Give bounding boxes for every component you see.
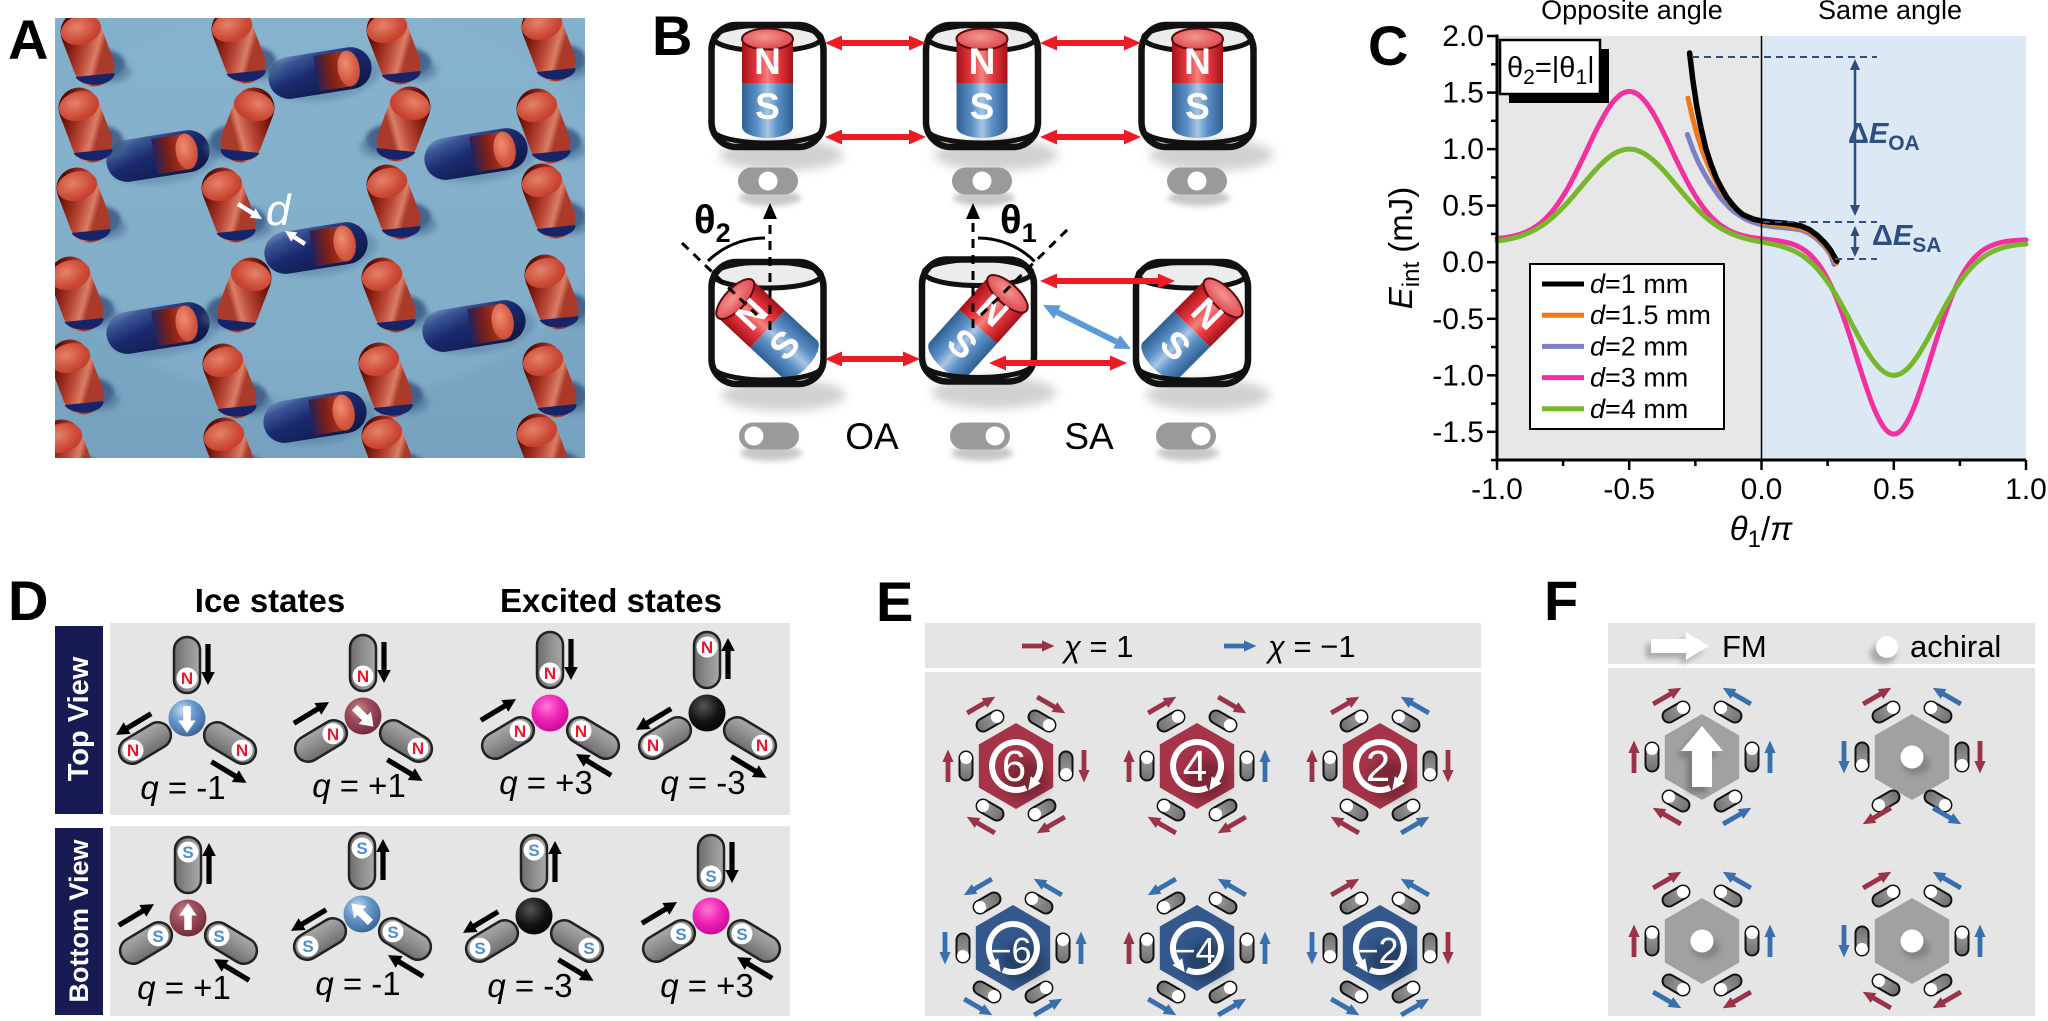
svg-text:d=3 mm: d=3 mm [1590, 363, 1688, 393]
svg-text:q = -3: q = -3 [660, 764, 745, 801]
svg-text:d=4 mm: d=4 mm [1590, 394, 1688, 424]
svg-text:0.5: 0.5 [1442, 190, 1484, 223]
svg-text:−2: −2 [1357, 930, 1398, 971]
svg-text:-0.5: -0.5 [1603, 473, 1655, 506]
svg-text:q = -1: q = -1 [140, 769, 225, 806]
svg-text:1.0: 1.0 [1442, 133, 1484, 166]
svg-text:-0.5: -0.5 [1432, 303, 1484, 336]
svg-text:achiral: achiral [1910, 629, 2001, 664]
svg-text:θ1/π: θ1/π [1730, 510, 1793, 553]
svg-text:−6: −6 [990, 930, 1031, 971]
svg-text:Ice states: Ice states [195, 582, 345, 619]
svg-text:q = +3: q = +3 [499, 764, 593, 801]
svg-text:χ = 1: χ = 1 [1061, 629, 1134, 664]
svg-text:6: 6 [1002, 742, 1026, 791]
svg-text:θ2: θ2 [694, 198, 731, 248]
svg-text:d=1 mm: d=1 mm [1590, 269, 1688, 299]
svg-text:d: d [266, 186, 292, 235]
svg-text:F: F [1544, 569, 1578, 632]
svg-text:Excited states: Excited states [500, 582, 722, 619]
svg-text:Top View: Top View [63, 656, 95, 781]
svg-text:0.5: 0.5 [1873, 473, 1915, 506]
svg-text:Opposite angle: Opposite angle [1541, 0, 1723, 25]
svg-text:E: E [876, 570, 913, 633]
svg-text:q = -3: q = -3 [487, 967, 572, 1004]
svg-text:4: 4 [1183, 742, 1207, 791]
svg-text:χ = −1: χ = −1 [1265, 629, 1356, 664]
svg-text:1.0: 1.0 [2005, 473, 2047, 506]
svg-text:FM: FM [1722, 629, 1767, 664]
svg-text:-1.5: -1.5 [1432, 416, 1484, 449]
svg-text:SA: SA [1064, 416, 1114, 457]
svg-text:2.0: 2.0 [1442, 20, 1484, 53]
svg-text:Same angle: Same angle [1818, 0, 1962, 25]
svg-text:q = +1: q = +1 [137, 969, 231, 1006]
svg-text:A: A [8, 8, 48, 71]
svg-text:-1.0: -1.0 [1432, 359, 1484, 392]
svg-text:d=1.5 mm: d=1.5 mm [1590, 300, 1711, 330]
svg-text:Bottom View: Bottom View [64, 838, 94, 1002]
svg-text:B: B [652, 4, 692, 67]
svg-text:C: C [1368, 14, 1408, 77]
svg-text:q = +3: q = +3 [660, 967, 754, 1004]
svg-text:0.0: 0.0 [1741, 473, 1783, 506]
svg-text:θ2=|θ1|: θ2=|θ1| [1507, 52, 1595, 89]
svg-text:θ1: θ1 [1000, 198, 1037, 248]
svg-text:q = +1: q = +1 [312, 767, 406, 804]
svg-text:-1.0: -1.0 [1471, 473, 1523, 506]
svg-text:d=2 mm: d=2 mm [1590, 331, 1688, 361]
svg-text:D: D [8, 569, 48, 632]
svg-text:2: 2 [1366, 742, 1390, 791]
svg-text:q = -1: q = -1 [315, 965, 400, 1002]
svg-text:Eint (mJ): Eint (mJ) [1382, 187, 1425, 310]
svg-text:−4: −4 [1174, 930, 1215, 971]
svg-text:OA: OA [845, 416, 899, 457]
svg-text:0.0: 0.0 [1442, 246, 1484, 279]
svg-text:1.5: 1.5 [1442, 77, 1484, 110]
